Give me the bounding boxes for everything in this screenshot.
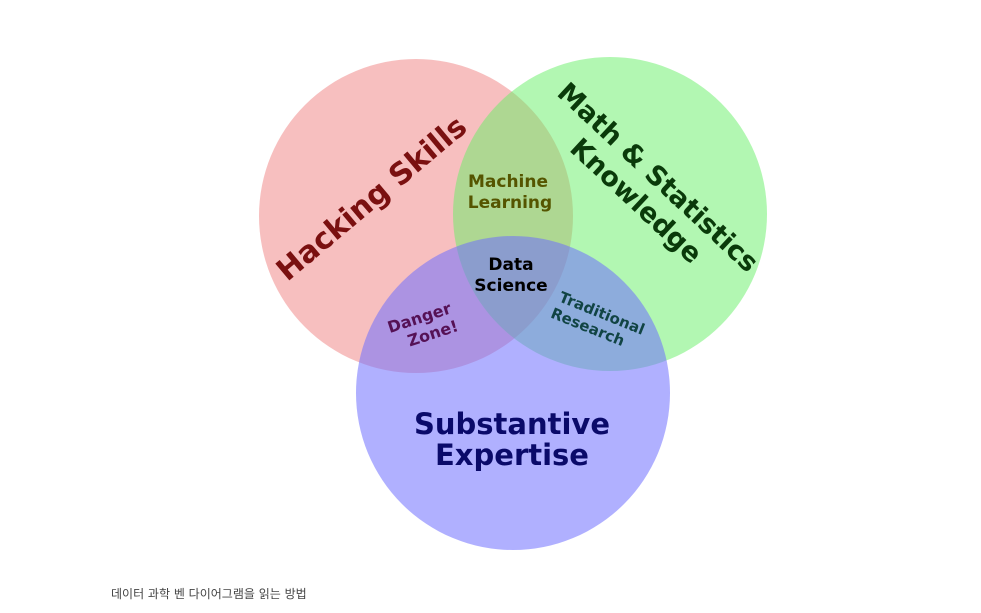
data-science-label-line2: Science bbox=[474, 276, 547, 296]
machine-learning-label-line1: Machine bbox=[468, 172, 548, 192]
substantive-expertise-circle bbox=[356, 236, 670, 550]
data-science-label-line1: Data bbox=[488, 255, 533, 275]
substantive-expertise-label-line1: Substantive bbox=[414, 407, 610, 441]
substantive-expertise-label-line2: Expertise bbox=[435, 438, 589, 472]
machine-learning-label-line2: Learning bbox=[468, 193, 552, 213]
image-caption: 데이터 과학 벤 다이어그램을 읽는 방법 bbox=[111, 587, 307, 601]
